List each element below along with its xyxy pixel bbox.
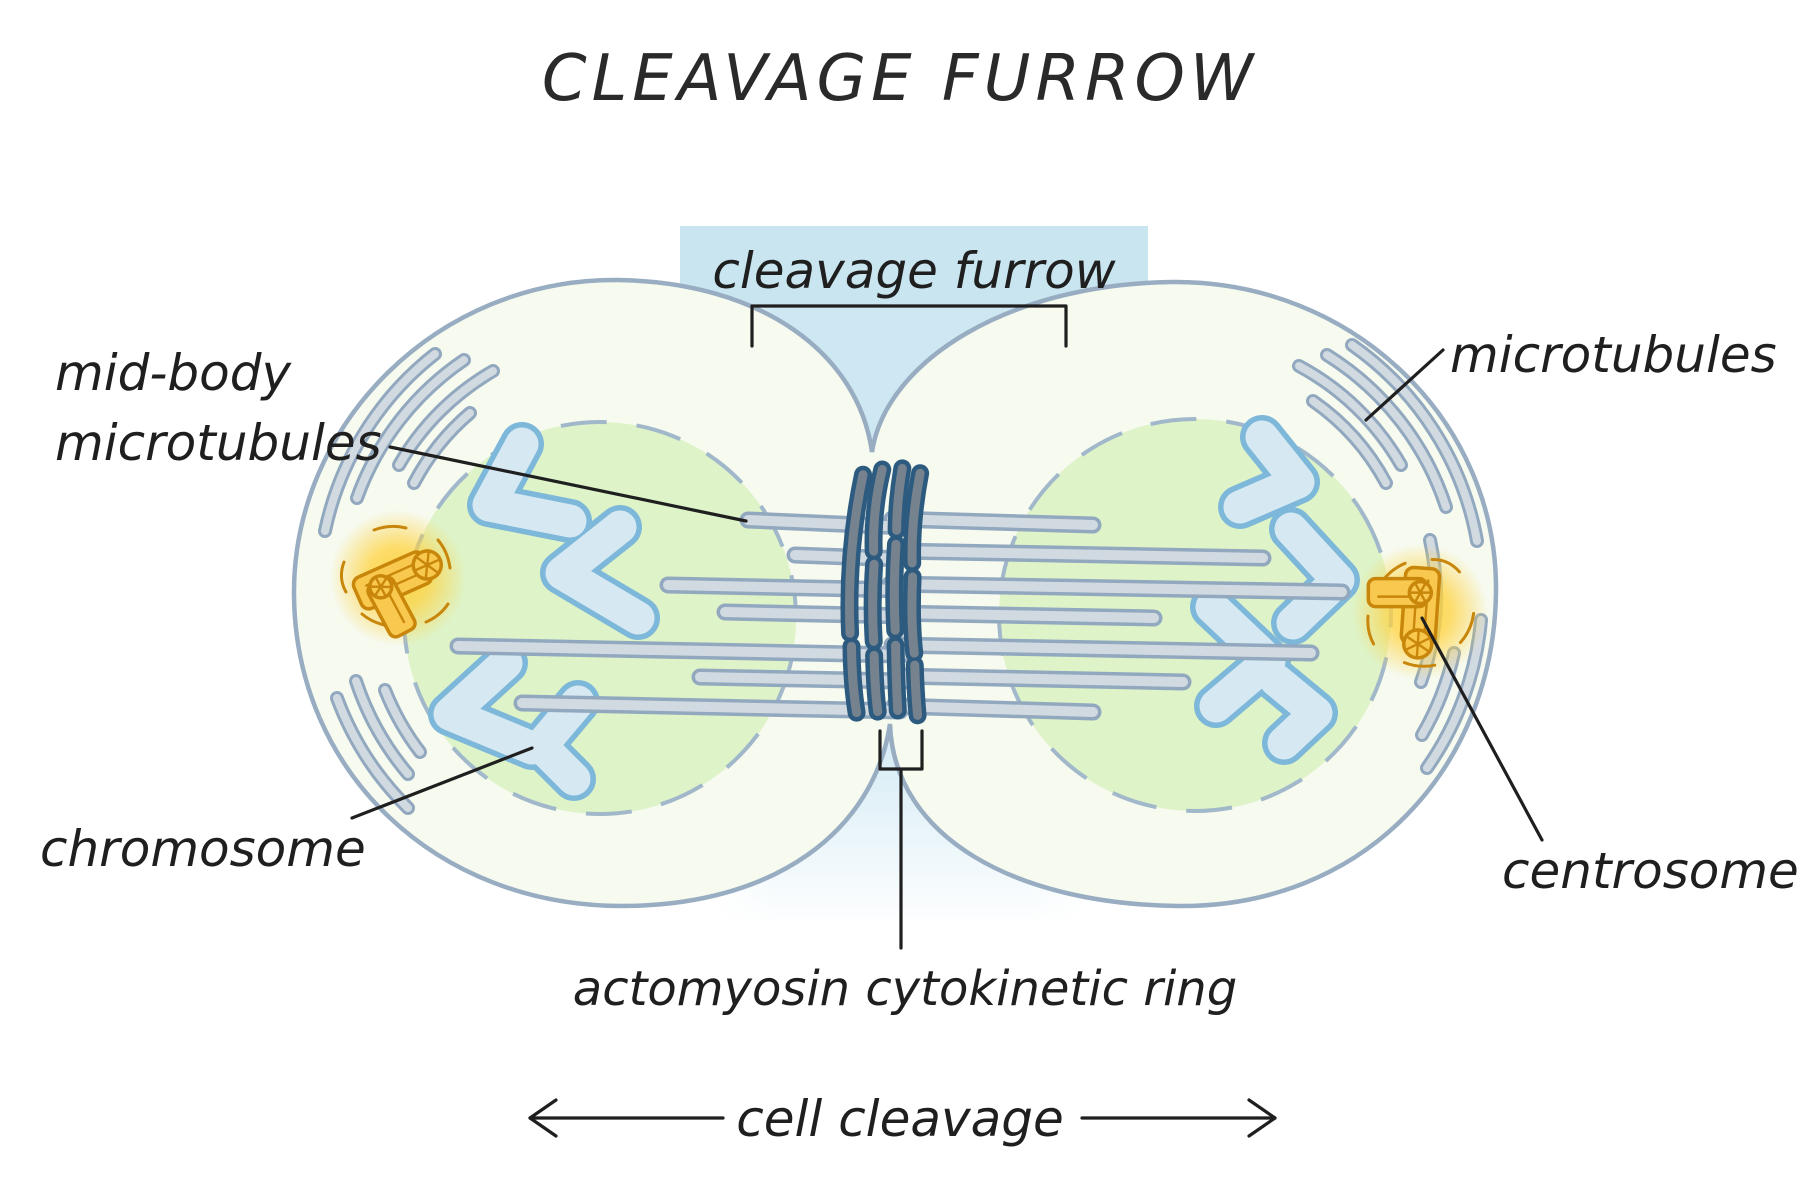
cleavage-furrow-bracket	[750, 304, 1068, 348]
midbody-label-line2: microtubules	[55, 414, 382, 472]
leader-line-centrosome	[1420, 616, 1544, 842]
arrow-head-right-icon	[1247, 1098, 1277, 1138]
chromosome-shape-fill	[433, 427, 655, 796]
centrosome-left	[328, 508, 468, 648]
cell-cleavage-label: cell cleavage	[736, 1090, 1063, 1148]
label-highlight-box	[680, 226, 1148, 304]
arrow-head-left-icon	[528, 1098, 558, 1138]
midbody-label-line1: mid-body	[55, 344, 292, 402]
leader-line-chromosome	[350, 746, 534, 820]
page-title: CLEAVAGE FURROW	[542, 42, 1258, 116]
leader-line-midbody-microtubules	[388, 445, 748, 523]
actomyosin-ring-label: actomyosin cytokinetic ring	[573, 961, 1237, 1017]
cell-cleavage-arrows	[528, 1098, 1277, 1138]
centrosome-label: centrosome	[1502, 842, 1799, 900]
actomyosin-ring-bracket	[878, 729, 924, 950]
actomyosin-ring	[840, 459, 930, 725]
microtubules-label: microtubules	[1450, 326, 1777, 384]
chromosome-label: chromosome	[40, 820, 366, 878]
midbody-microtubules	[449, 510, 1351, 721]
cortical-microtubules-left	[318, 347, 500, 815]
leader-line-microtubules	[1364, 348, 1445, 422]
cleavage-furrow-label: cleavage furrow	[712, 242, 1115, 300]
chromosomes-left	[428, 422, 660, 801]
chromosomes-right	[1190, 415, 1360, 765]
chromosome-shape-fill	[1195, 420, 1355, 760]
